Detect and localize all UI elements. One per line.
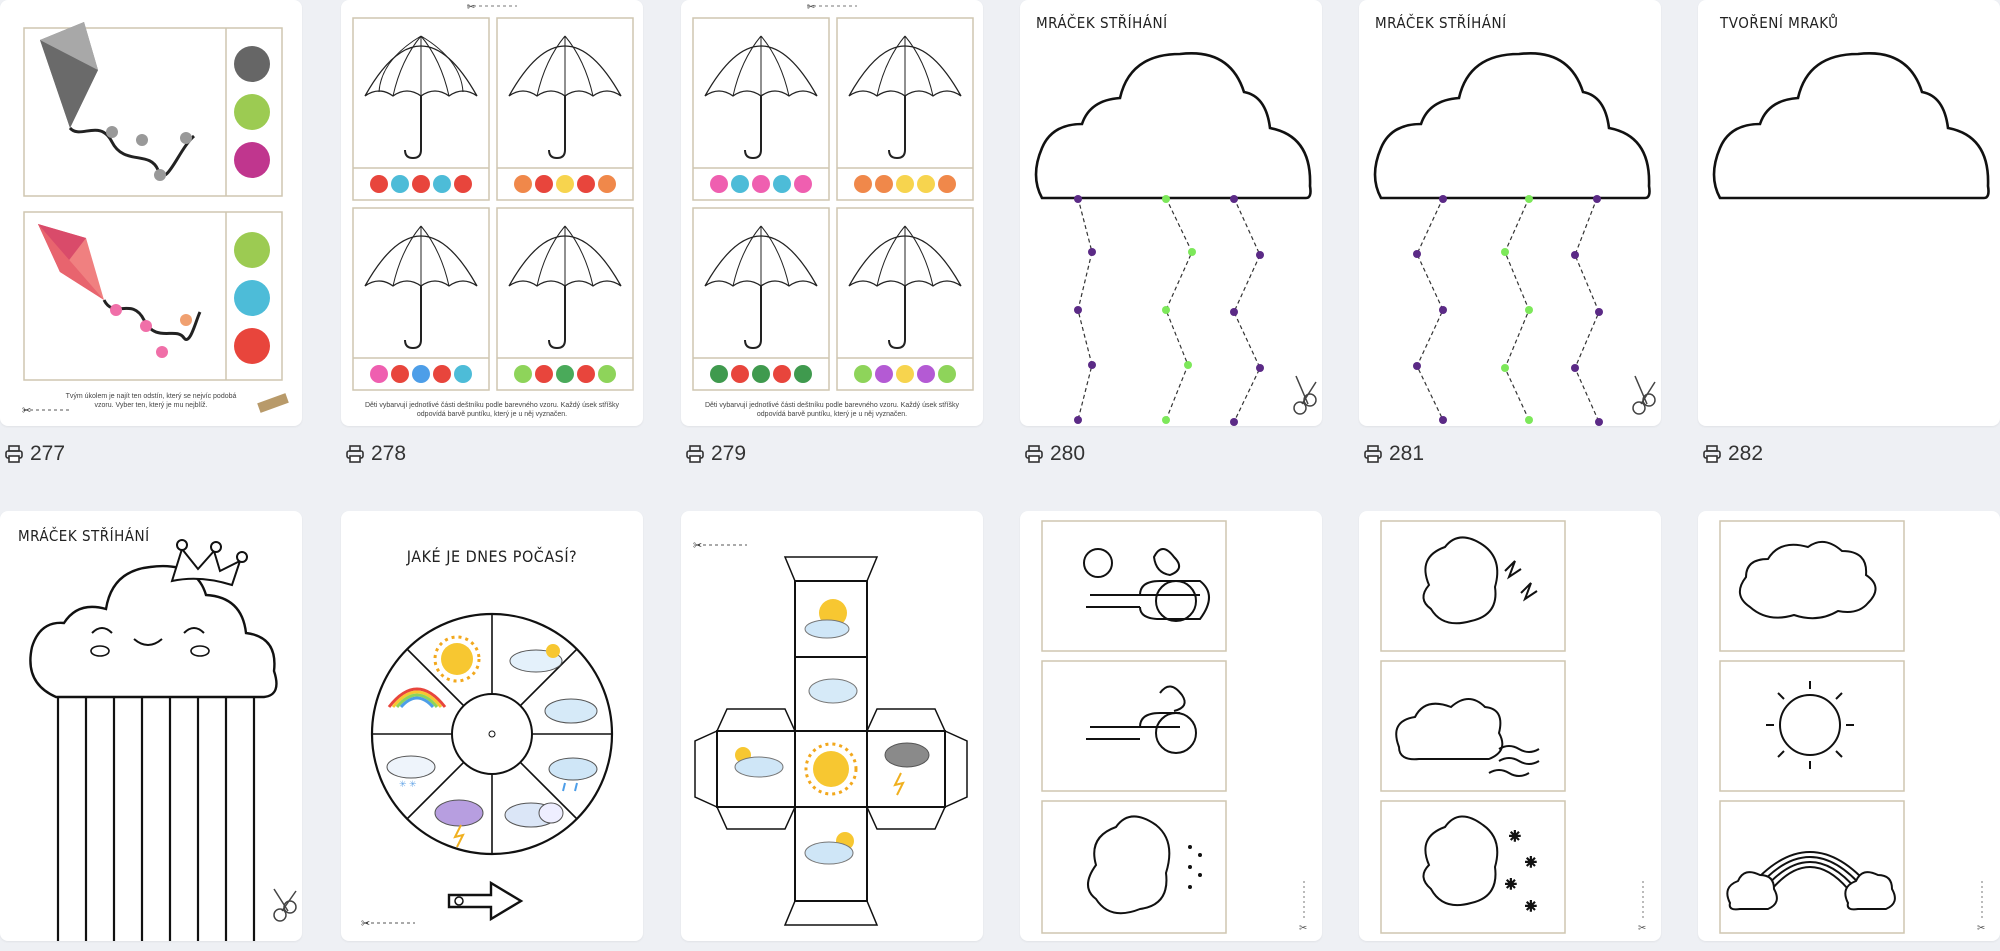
svg-text:✂: ✂ <box>1977 923 1985 934</box>
print-count: 281 <box>1389 442 1425 465</box>
weather-symbols-preview: ✳✳✳✳ ✂ <box>1380 520 1646 934</box>
cloud-zigzag-preview <box>1373 52 1656 426</box>
weather-symbols-preview: ✂ <box>1719 520 1985 934</box>
svg-text:✳: ✳ <box>1505 876 1517 892</box>
umbrellas-worksheet-preview: ✂ <box>692 2 974 391</box>
cloud-outline-preview <box>1712 52 1990 200</box>
print-count-277: 277 <box>4 442 65 466</box>
print-count: 282 <box>1728 442 1764 465</box>
svg-text:✂: ✂ <box>807 2 815 13</box>
print-count: 278 <box>371 442 407 465</box>
worksheet-title: MRÁČEK STŘÍHÁNÍ <box>1036 14 1168 32</box>
scissors-icon <box>1293 375 1317 415</box>
worksheet-card-weather-cube[interactable]: ✂ <box>681 511 983 941</box>
svg-text:✂: ✂ <box>467 2 475 13</box>
worksheet-card-weather-symbols-1[interactable]: ✂ <box>1020 511 1322 941</box>
svg-text:✂: ✂ <box>1299 923 1307 934</box>
printer-icon <box>346 445 364 463</box>
worksheet-card-cloud-making-282[interactable]: TVOŘENÍ MRAKŮ <box>1698 0 2000 426</box>
print-count-278: 278 <box>345 442 406 466</box>
worksheet-card-weather-wheel[interactable]: JAKÉ JE DNES POČASÍ? ✳ ✳ ✂ <box>341 511 643 941</box>
worksheet-caption: Tvým úkolem je najít ten odstín, který s… <box>65 393 237 409</box>
printer-icon <box>1025 445 1043 463</box>
svg-text:✂: ✂ <box>361 918 370 930</box>
worksheet-card-crowned-cloud[interactable]: MRÁČEK STŘÍHÁNÍ <box>0 511 302 941</box>
crowned-cloud-preview <box>29 539 297 941</box>
printer-icon <box>686 445 704 463</box>
svg-text:✂: ✂ <box>693 540 702 552</box>
scissors-icon <box>273 888 297 922</box>
svg-text:✂: ✂ <box>1638 923 1646 934</box>
worksheet-card-weather-symbols-2[interactable]: ✳✳✳✳ ✂ <box>1359 511 1661 941</box>
svg-text:✳: ✳ <box>1509 828 1521 844</box>
svg-text:✳ ✳: ✳ ✳ <box>399 779 417 789</box>
weather-symbols-preview: ✂ <box>1041 520 1307 934</box>
worksheet-title: MRÁČEK STŘÍHÁNÍ <box>18 527 150 545</box>
worksheet-title: JAKÉ JE DNES POČASÍ? <box>406 547 578 566</box>
printer-icon <box>1703 445 1721 463</box>
printer-icon <box>5 445 23 463</box>
weather-cube-preview: ✂ <box>693 540 968 926</box>
svg-text:✂: ✂ <box>22 405 31 417</box>
worksheet-title: MRÁČEK STŘÍHÁNÍ <box>1375 14 1507 32</box>
print-count-281: 281 <box>1363 442 1424 466</box>
worksheet-caption: Děti vybarvují jednotlivé části deštníku… <box>704 402 960 418</box>
print-count-279: 279 <box>685 442 746 466</box>
print-count: 279 <box>711 442 747 465</box>
svg-text:✳: ✳ <box>1525 898 1537 914</box>
worksheet-caption: Děti vybarvují jednotlivé části deštníku… <box>364 402 620 418</box>
worksheet-card-umbrellas-278[interactable]: ✂ <box>341 0 643 426</box>
cloud-zigzag-preview <box>1034 52 1317 426</box>
kites-worksheet-preview: ✂ <box>22 22 289 417</box>
scissors-icon <box>1632 375 1656 415</box>
print-count-282: 282 <box>1702 442 1763 466</box>
worksheet-title: TVOŘENÍ MRAKŮ <box>1720 14 1839 32</box>
print-count: 277 <box>30 442 66 465</box>
worksheet-card-kites[interactable]: ✂ Tvým úkolem je najít ten odstín, který… <box>0 0 302 426</box>
worksheet-card-cloud-cutting-281[interactable]: MRÁČEK STŘÍHÁNÍ <box>1359 0 1661 426</box>
worksheet-card-cloud-cutting-280[interactable]: MRÁČEK STŘÍHÁNÍ <box>1020 0 1322 426</box>
svg-text:✳: ✳ <box>1525 854 1537 870</box>
worksheet-card-umbrellas-279[interactable]: ✂ <box>681 0 983 426</box>
umbrellas-worksheet-preview: ✂ <box>352 2 634 391</box>
print-count-280: 280 <box>1024 442 1085 466</box>
printer-icon <box>1364 445 1382 463</box>
weather-wheel-preview: ✳ ✳ ✂ <box>361 612 614 930</box>
worksheet-card-weather-symbols-3[interactable]: ✂ <box>1698 511 2000 941</box>
print-count: 280 <box>1050 442 1086 465</box>
